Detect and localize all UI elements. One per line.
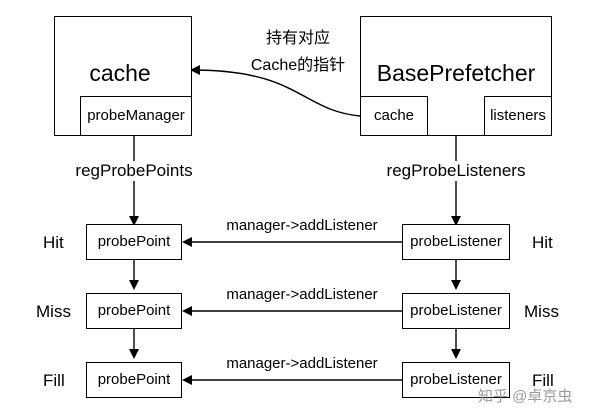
probe-listener-label-fill: probeListener <box>410 371 502 388</box>
probe-manager-field <box>80 96 192 136</box>
probe-point-box-miss <box>86 293 182 329</box>
prefetcher-listeners-label: listeners <box>490 107 546 124</box>
add-listener-label-miss: manager->addListener <box>226 286 378 303</box>
event-label-fill-left: Fill <box>43 371 65 390</box>
cache-title: cache <box>89 60 151 86</box>
add-listener-label-fill: manager->addListener <box>226 355 378 372</box>
event-label-miss-left: Miss <box>36 302 71 321</box>
prefetcher-cache-field <box>360 96 428 136</box>
prefetcher-cache-label: cache <box>373 107 415 124</box>
probe-listener-box-fill <box>402 362 510 398</box>
probe-listener-box-hit <box>402 224 510 260</box>
probe-point-label-fill: probePoint <box>97 371 171 388</box>
probe-listener-box-miss <box>402 293 510 329</box>
cache-pointer-arrow <box>190 65 361 117</box>
probe-point-box-hit <box>86 224 182 260</box>
probe-manager-label: probeManager <box>87 107 185 124</box>
pointer-annotation-line1: 持有对应 <box>265 30 331 47</box>
probe-point-label-miss: probePoint <box>97 302 171 319</box>
reg-probe-points-label: regProbePoints <box>73 161 195 181</box>
probe-listener-label-miss: probeListener <box>410 302 502 319</box>
pointer-annotation-line2: Cache的指针 <box>250 57 346 74</box>
reg-probe-listeners-label: regProbeListeners <box>384 161 528 181</box>
probe-point-box-fill <box>86 362 182 398</box>
base-prefetcher-title: BasePrefetcher <box>376 60 536 86</box>
event-label-miss-right: Miss <box>524 302 559 321</box>
event-label-hit-left: Hit <box>43 233 64 252</box>
prefetcher-listeners-field <box>484 96 552 136</box>
zhihu-watermark: 知乎 @卓京虫 <box>478 388 573 405</box>
event-label-fill-right: Fill <box>532 371 554 390</box>
event-label-hit-right: Hit <box>532 233 553 252</box>
probe-point-label-hit: probePoint <box>97 233 171 250</box>
probe-listener-label-hit: probeListener <box>410 233 502 250</box>
add-listener-label-hit: manager->addListener <box>226 217 378 234</box>
